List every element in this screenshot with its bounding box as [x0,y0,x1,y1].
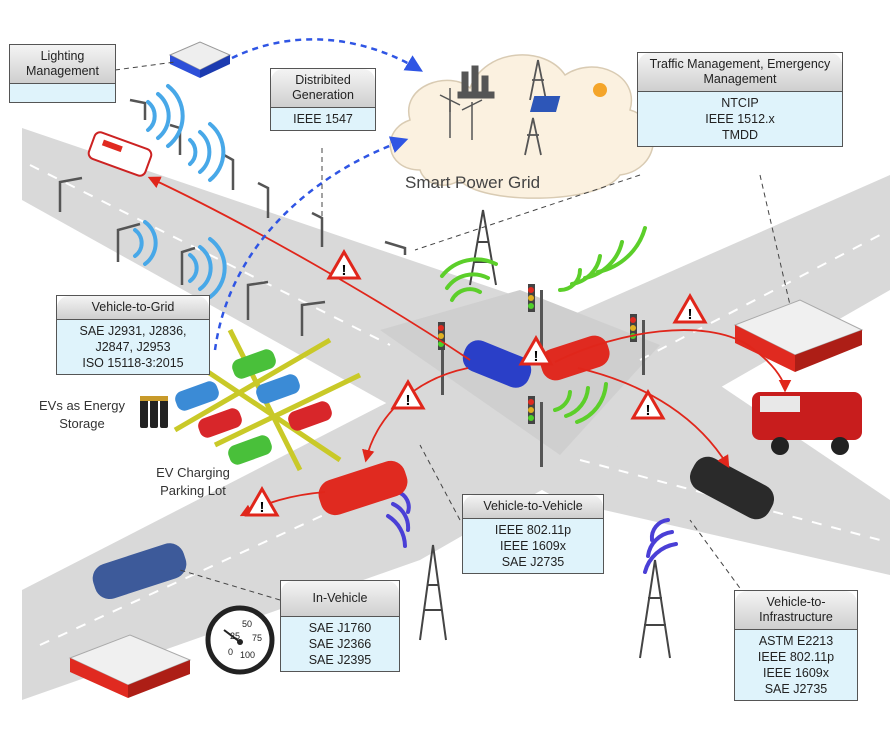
vehicle-to-grid-body: SAE J2931, J2836, J2847, J2953 ISO 15118… [57,320,209,374]
traffic-std-2: IEEE 1512.x [705,112,775,126]
v2i-std-2: IEEE 802.11p [757,650,835,664]
v2i-std-4: SAE J2735 [764,682,828,696]
traffic-management-box: Traffic Management, Emergency Management… [637,52,843,147]
distributed-generation-std: IEEE 1547 [293,112,353,126]
in-vehicle-title: In-Vehicle [281,581,399,617]
cloud-title: Smart Power Grid [405,173,540,192]
vehicle-to-grid-box: Vehicle-to-Grid SAE J2931, J2836, J2847,… [56,295,210,375]
lighting-management-box: Lighting Management [9,44,116,103]
grid-links [213,38,424,351]
ev-storage-label: EVs as Energy Storage [39,398,125,431]
svg-text:!: ! [646,402,651,419]
traffic-lights [438,284,645,467]
in-vehicle-std-3: SAE J2395 [308,653,372,667]
v2v-std-2: IEEE 1609x [499,539,566,553]
v2v-std-3: SAE J2735 [501,555,565,569]
vehicle-to-vehicle-title: Vehicle-to-Vehicle [463,495,603,519]
v2v-std-1: IEEE 802.11p [494,523,572,537]
v2g-std-1: SAE J2931, J2836, [79,324,187,338]
speed-tick-25: 25 [230,631,240,641]
vehicle-to-grid-title: Vehicle-to-Grid [57,296,209,320]
smart-grid-cloud [389,54,655,199]
svg-text:!: ! [406,392,411,409]
speed-tick-100: 100 [240,650,255,660]
distributed-generation-body: IEEE 1547 [271,108,375,130]
vehicle-to-infrastructure-body: ASTM E2213 IEEE 802.11p IEEE 1609x SAE J… [735,630,857,700]
speed-tick-75: 75 [252,633,262,643]
wireless-signals [133,84,678,574]
in-vehicle-std-2: SAE J2366 [308,637,372,651]
vehicles [87,131,862,600]
speedometer-icon: 25 50 75 0 100 [205,605,275,675]
lighting-management-title: Lighting Management [10,45,115,84]
callout-lines [114,61,791,601]
vehicle-to-infrastructure-title: Vehicle-to-Infrastructure [735,591,857,630]
vehicle-to-vehicle-body: IEEE 802.11p IEEE 1609x SAE J2735 [463,519,603,573]
speed-tick-0: 0 [228,647,233,657]
buildings [68,41,864,698]
lighting-management-body [10,84,115,102]
street-lights [58,98,407,336]
traffic-management-title: Traffic Management, Emergency Management [638,53,842,92]
vehicle-to-infrastructure-box: Vehicle-to-Infrastructure ASTM E2213 IEE… [734,590,858,701]
in-vehicle-std-1: SAE J1760 [308,621,372,635]
v2g-std-3: ISO 15118-3:2015 [82,356,184,370]
svg-text:!: ! [688,306,693,323]
in-vehicle-body: SAE J1760 SAE J2366 SAE J2395 [281,617,399,671]
in-vehicle-box: In-Vehicle SAE J1760 SAE J2366 SAE J2395 [280,580,400,672]
parked-evs [175,349,332,465]
ev-parking-label: EV Charging Parking Lot [156,465,230,498]
speed-tick-50: 50 [242,619,252,629]
v2i-std-1: ASTM E2213 [758,634,834,648]
svg-text:!: ! [260,499,265,516]
traffic-std-1: NTCIP [721,96,759,110]
distributed-generation-title: Distribited Generation [271,69,375,108]
vehicle-to-vehicle-box: Vehicle-to-Vehicle IEEE 802.11p IEEE 160… [462,494,604,574]
battery-icon [140,396,168,428]
v2i-std-3: IEEE 1609x [762,666,829,680]
svg-text:!: ! [534,348,539,365]
v2g-std-2: J2847, J2953 [95,340,171,354]
distributed-generation-box: Distribited Generation IEEE 1547 [270,68,376,131]
warning-icons: ! ! ! ! ! ! [244,248,708,517]
traffic-management-body: NTCIP IEEE 1512.x TMDD [638,92,842,146]
traffic-std-3: TMDD [721,128,759,142]
svg-text:!: ! [342,262,347,279]
